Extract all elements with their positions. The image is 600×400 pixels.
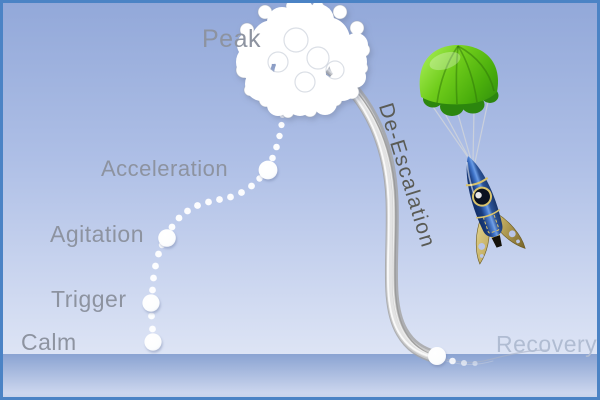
label-agitation: Agitation xyxy=(50,221,144,247)
label-peak: Peak xyxy=(202,25,261,53)
label-acceleration: Acceleration xyxy=(101,156,228,181)
parachute-icon xyxy=(419,45,499,116)
milestone-dot-recovery xyxy=(428,347,446,365)
label-trigger: Trigger xyxy=(51,286,127,312)
ground-plane xyxy=(0,354,600,400)
label-recovery: Recovery xyxy=(496,331,597,357)
escalation-dotted-path xyxy=(142,112,286,351)
rocket-icon xyxy=(465,156,526,265)
milestone-dot-acceleration xyxy=(258,160,278,180)
touchdown-dots xyxy=(428,347,478,367)
milestone-dot-calm xyxy=(144,333,162,351)
milestone-dot-trigger xyxy=(142,294,160,312)
explosion-cloud-icon xyxy=(235,0,371,119)
label-calm: Calm xyxy=(21,329,77,355)
parachute-strings xyxy=(428,96,490,165)
stage-labels: Peak Acceleration Agitation Trigger Calm… xyxy=(21,25,597,357)
descent-trail xyxy=(323,61,443,364)
milestone-dot-agitation xyxy=(158,229,176,247)
